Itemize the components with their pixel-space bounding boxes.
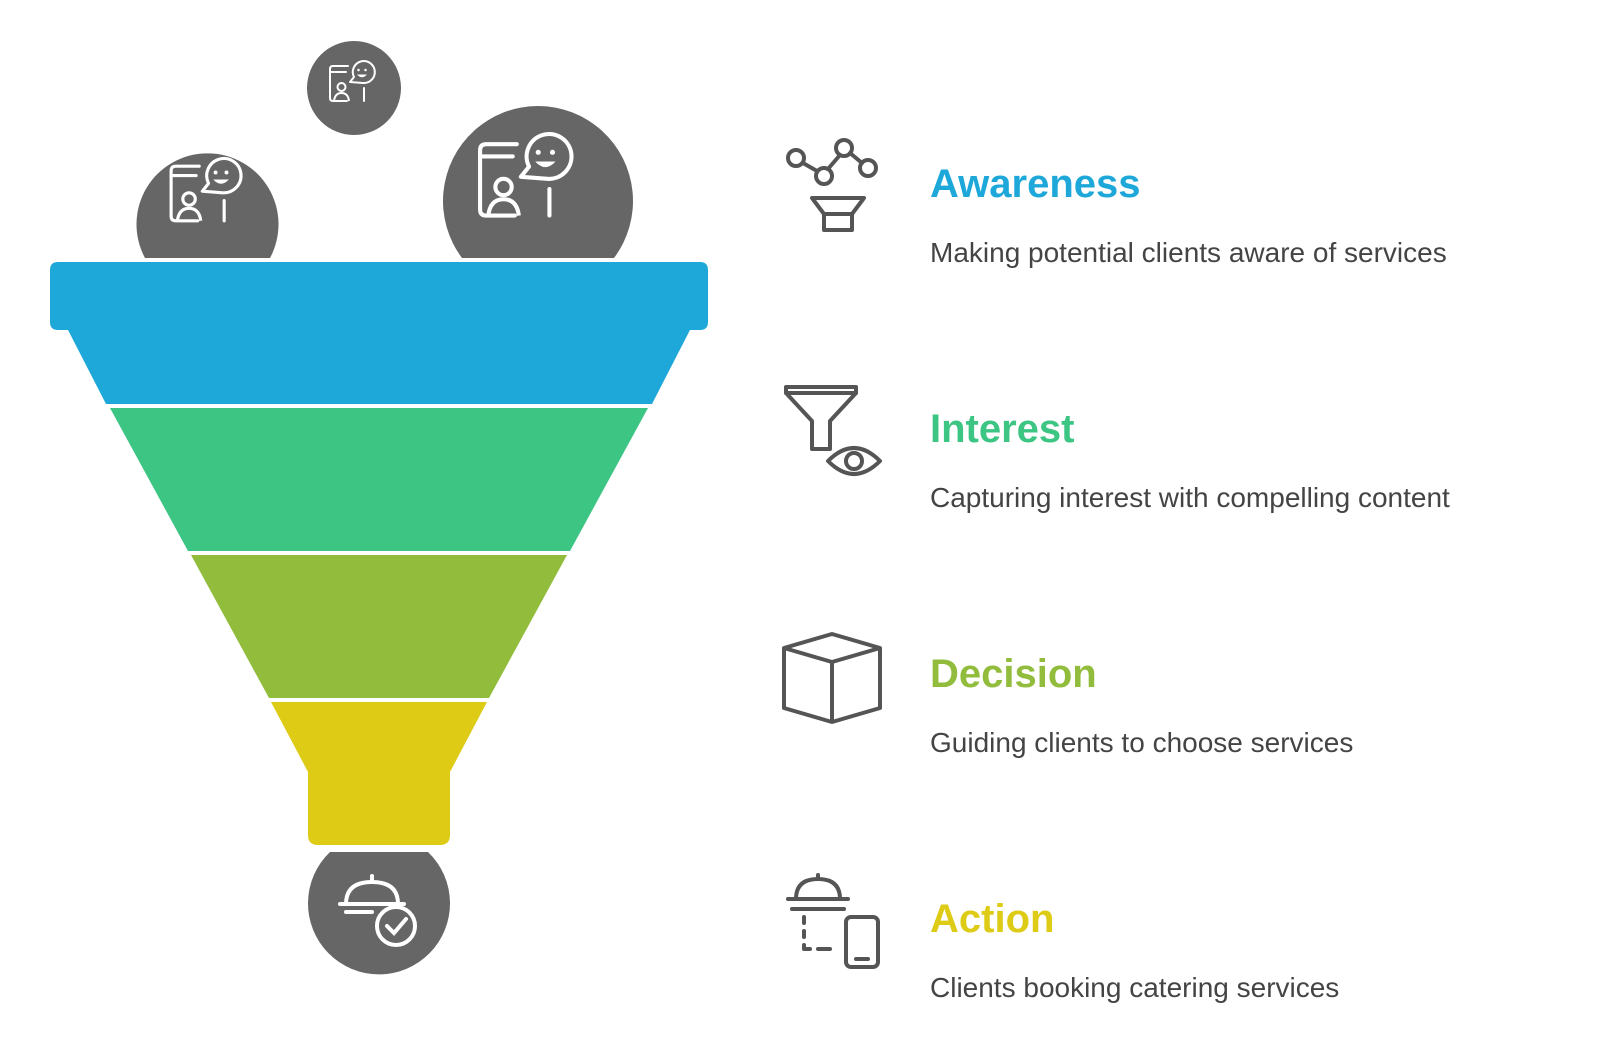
stage-description: Making potential clients aware of servic…: [930, 237, 1447, 268]
stage-awareness: Awareness Making potential clients aware…: [780, 138, 1560, 288]
funnel-band-action: [271, 702, 487, 845]
stage-description: Guiding clients to choose services: [930, 727, 1354, 758]
stage-decision: Decision Guiding clients to choose servi…: [780, 628, 1560, 778]
catering-cloche-check-icon: [338, 874, 417, 947]
funnel-eye-icon: [784, 385, 882, 476]
stage-interest: Interest Capturing interest with compell…: [780, 383, 1560, 533]
funnel-band-interest: [110, 408, 648, 551]
stage-title: Awareness: [930, 162, 1141, 206]
bubble-person-chat-right: [443, 106, 633, 258]
stage-title: Action: [930, 897, 1055, 941]
stage-action: Action Clients booking catering services: [780, 873, 1560, 1023]
bubble-person-chat-small: [307, 41, 401, 135]
stage-description: Clients booking catering services: [930, 972, 1340, 1003]
stage-title: Interest: [930, 407, 1075, 451]
network-funnel-icon: [786, 138, 878, 232]
funnel-band-awareness: [50, 262, 708, 404]
bubble-person-chat-left: [136, 153, 279, 258]
cloche-phone-icon: [786, 873, 880, 969]
stage-title: Decision: [930, 652, 1097, 696]
bubble-catering-check: [308, 852, 450, 975]
box-icon: [782, 632, 882, 724]
stage-description: Capturing interest with compelling conte…: [930, 482, 1450, 513]
funnel-band-decision: [191, 555, 567, 698]
